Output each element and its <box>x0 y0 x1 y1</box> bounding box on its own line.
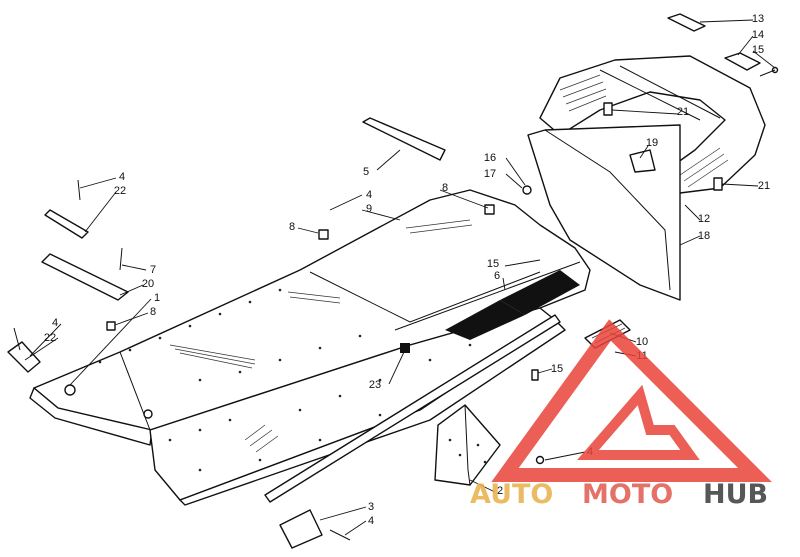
callout-c4e: 4 <box>368 515 374 527</box>
callout-c21b: 21 <box>758 180 770 192</box>
callout-c12: 12 <box>698 213 710 225</box>
watermark-brand-moto: MOTO <box>582 479 673 510</box>
callout-c13: 13 <box>752 13 764 25</box>
watermark-brand-hub: HUB <box>703 479 768 510</box>
watermark-brand-auto: AUTO <box>470 479 553 510</box>
watermark: AUTO MOTO HUB <box>470 319 772 510</box>
callout-c7: 7 <box>150 264 156 276</box>
callout-c10: 10 <box>636 336 648 348</box>
callout-c6: 6 <box>494 270 500 282</box>
bracket-20 <box>41 253 129 301</box>
checker-pattern <box>445 270 580 340</box>
callout-c4c: 4 <box>52 317 58 329</box>
decal-23 <box>400 343 410 353</box>
decal-14 <box>724 52 761 71</box>
rail <box>264 314 561 503</box>
callout-c21a: 21 <box>677 106 689 118</box>
callout-c1: 1 <box>154 292 160 304</box>
callout-c15c: 15 <box>551 363 563 375</box>
strip-22 <box>44 209 89 239</box>
callout-c9: 9 <box>366 203 372 215</box>
callout-c22a: 22 <box>114 185 126 197</box>
callout-c4b: 4 <box>366 189 372 201</box>
callout-c15b: 15 <box>487 258 499 270</box>
callout-c20: 20 <box>142 278 154 290</box>
callout-c22b: 22 <box>44 332 56 344</box>
callout-c2: 2 <box>497 485 503 497</box>
clip-19 <box>629 149 656 173</box>
callout-c16: 16 <box>484 152 496 164</box>
strip-5 <box>362 117 446 161</box>
plate-3 <box>279 509 323 549</box>
callout-c8a: 8 <box>442 182 448 194</box>
callout-c3: 3 <box>368 501 374 513</box>
callout-c19: 19 <box>646 137 658 149</box>
callout-c5: 5 <box>363 166 369 178</box>
bracket-2 <box>434 404 501 486</box>
handle-22 <box>7 341 41 373</box>
callout-c14: 14 <box>752 29 764 41</box>
callout-c18: 18 <box>698 230 710 242</box>
fasteners <box>13 66 779 541</box>
callout-c15a: 15 <box>752 44 764 56</box>
callout-c23: 23 <box>369 379 381 391</box>
callout-c8c: 8 <box>150 306 156 318</box>
callout-c8b: 8 <box>289 221 295 233</box>
callout-c17: 17 <box>484 168 496 180</box>
decal-13 <box>667 13 706 32</box>
callout-c4a: 4 <box>119 171 125 183</box>
